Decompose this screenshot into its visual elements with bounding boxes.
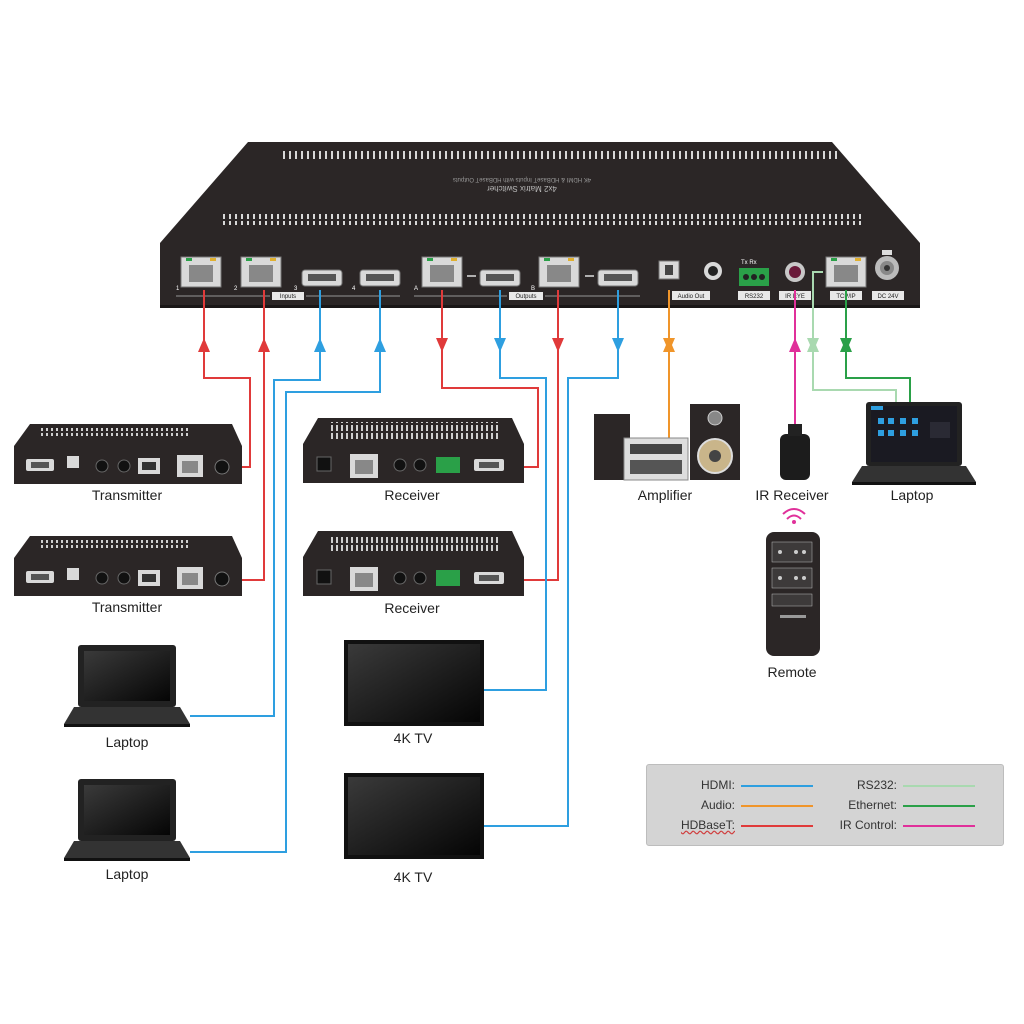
arrow-down bbox=[552, 338, 564, 352]
arrow-up bbox=[789, 338, 801, 352]
top-vents bbox=[280, 151, 840, 159]
audio-optical-port bbox=[658, 260, 680, 280]
switcher-subtitle: 4K HDMI & HDBaseT Inputs with HDBaseT Ou… bbox=[453, 176, 591, 182]
laptop-2 bbox=[64, 779, 190, 861]
legend-rs232-line bbox=[903, 785, 975, 787]
rs232-port-label: RS232 bbox=[745, 294, 764, 300]
legend-ethernet-label: Ethernet: bbox=[848, 798, 897, 812]
arrow-down bbox=[807, 338, 819, 352]
arrowheads bbox=[198, 338, 852, 352]
cable-ethernet bbox=[845, 290, 911, 404]
legend-hdbaset-line bbox=[741, 825, 813, 827]
top-vents bbox=[222, 214, 862, 225]
laptop-control bbox=[852, 402, 976, 485]
ir-receiver-label: IR Receiver bbox=[755, 487, 829, 503]
amplifier bbox=[594, 404, 740, 481]
port-label: 3 bbox=[294, 286, 298, 292]
port-label: B bbox=[531, 286, 535, 292]
hdmi-output-port-b bbox=[597, 269, 639, 287]
legend-audio-label: Audio: bbox=[700, 798, 735, 812]
remote-control bbox=[766, 532, 820, 656]
receiver-2 bbox=[303, 531, 524, 596]
switcher-title: 4x2 Matrix Switcher bbox=[487, 184, 557, 193]
receiver-2-label: Receiver bbox=[384, 600, 440, 616]
hdbaset-output-port-a bbox=[421, 256, 463, 288]
ir-wave-icon bbox=[782, 508, 806, 524]
remote-label: Remote bbox=[767, 664, 817, 680]
tv-2 bbox=[344, 773, 484, 859]
laptop-1-label: Laptop bbox=[105, 734, 149, 750]
dc-power-port bbox=[875, 250, 899, 280]
cable-hdmi-in3 bbox=[190, 290, 321, 717]
inputs-label: Inputs bbox=[280, 294, 296, 300]
legend-hdbaset-label: HDBaseT: bbox=[680, 818, 735, 832]
hdbaset-input-port-1 bbox=[180, 256, 222, 288]
dc-label: DC 24V bbox=[877, 294, 898, 300]
port-label: 1 bbox=[176, 286, 180, 292]
amplifier-label: Amplifier bbox=[637, 487, 693, 503]
arrow-up bbox=[374, 338, 386, 352]
laptop-2-label: Laptop bbox=[105, 866, 149, 882]
port-label: A bbox=[414, 286, 418, 292]
laptop-1 bbox=[64, 645, 190, 727]
tv-2-label: 4K TV bbox=[393, 869, 433, 885]
hdmi-input-port-3 bbox=[301, 269, 343, 287]
audio-jack-port bbox=[704, 262, 722, 280]
legend-hdmi-label: HDMI: bbox=[701, 778, 735, 792]
ir-receiver bbox=[780, 424, 810, 480]
audio-out-label: Audio Out bbox=[678, 294, 705, 300]
port-label: 2 bbox=[234, 286, 238, 292]
cable-hdmi-in4 bbox=[190, 290, 381, 853]
arrow-down bbox=[840, 338, 852, 352]
transmitter-2-label: Transmitter bbox=[91, 599, 163, 615]
legend-ir-control-label: IR Control: bbox=[839, 818, 897, 832]
legend: HDMI: Audio: HDBaseT: RS232: Ethernet: I… bbox=[646, 764, 1004, 846]
legend-ethernet-line bbox=[903, 805, 975, 807]
outputs-label: Outputs bbox=[515, 294, 536, 300]
legend-ir-control-line bbox=[903, 825, 975, 827]
ir-eye-port bbox=[785, 262, 805, 282]
arrow-up bbox=[314, 338, 326, 352]
arrow-down bbox=[663, 338, 675, 352]
tv-1 bbox=[344, 640, 484, 726]
legend-rs232-label: RS232: bbox=[856, 778, 897, 792]
port-label: 4 bbox=[352, 286, 356, 292]
cable-hdmi-outA bbox=[484, 290, 547, 691]
receiver-1 bbox=[303, 418, 524, 483]
arrow-down bbox=[436, 338, 448, 352]
tcpip-port bbox=[825, 256, 867, 288]
transmitter-2 bbox=[14, 536, 242, 596]
arrow-down bbox=[494, 338, 506, 352]
hdbaset-output-port-b bbox=[538, 256, 580, 288]
cable-rs232 bbox=[812, 271, 897, 404]
port-label: Tx Rx bbox=[741, 260, 757, 266]
legend-audio-line bbox=[741, 805, 813, 807]
legend-hdmi-line bbox=[741, 785, 813, 787]
receiver-1-label: Receiver bbox=[384, 487, 440, 503]
tv-1-label: 4K TV bbox=[393, 730, 433, 746]
rs232-port bbox=[739, 268, 769, 286]
transmitter-1 bbox=[14, 424, 242, 484]
hdmi-input-port-4 bbox=[359, 269, 401, 287]
laptop-control-label: Laptop bbox=[890, 487, 934, 503]
arrow-up bbox=[258, 338, 270, 352]
arrow-down bbox=[612, 338, 624, 352]
matrix-switcher: 4x2 Matrix Switcher 4K HDMI & HDBaseT In… bbox=[160, 142, 920, 308]
hdmi-output-port-a bbox=[479, 269, 521, 287]
hdbaset-input-port-2 bbox=[240, 256, 282, 288]
arrow-up bbox=[198, 338, 210, 352]
transmitter-1-label: Transmitter bbox=[91, 487, 163, 503]
